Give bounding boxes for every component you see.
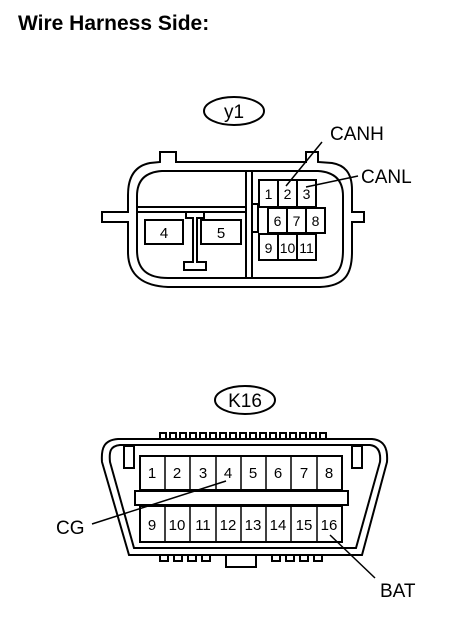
y1-pin-label: 9 [265, 240, 273, 256]
connector-k16-name: K16 [228, 391, 262, 412]
leader-canl [305, 175, 359, 188]
k16-pin-label: 4 [224, 465, 232, 482]
connector-y1-key [183, 212, 207, 271]
label-bat: BAT [380, 581, 416, 602]
k16-pin-label: 6 [274, 465, 282, 482]
y1-pin-label: 10 [280, 240, 296, 256]
connector-y1 [101, 96, 365, 288]
k16-pin-label: 15 [296, 517, 313, 534]
k16-pin-label: 8 [325, 465, 333, 482]
y1-pin-label: 5 [217, 225, 225, 242]
y1-pin-label: 3 [303, 186, 311, 202]
connector-k16 [91, 385, 389, 579]
leader-cg [91, 480, 227, 525]
connector-y1-pin-4-box [144, 219, 184, 245]
connector-y1-name-oval [203, 96, 265, 126]
y1-pin-label: 8 [312, 213, 320, 229]
k16-pin-label: 2 [173, 465, 181, 482]
y1-pin-label: 6 [274, 213, 282, 229]
k16-pin-label: 1 [148, 465, 156, 482]
k16-pin-label: 9 [148, 517, 156, 534]
connector-y1-name: y1 [224, 102, 244, 123]
connector-k16-housing [100, 438, 389, 556]
y1-pin-label: 7 [293, 213, 301, 229]
leader-canh [285, 141, 323, 187]
connector-k16-separators [164, 456, 318, 542]
k16-pin-label: 12 [220, 517, 237, 534]
connector-k16-inner-outline [108, 444, 382, 549]
k16-pin-label: 3 [199, 465, 207, 482]
leader-bat [329, 534, 376, 579]
y1-pin-label: 11 [299, 240, 314, 256]
connector-k16-name-oval [214, 385, 276, 415]
y1-pin-label: 1 [265, 186, 273, 202]
y1-pin-label: 2 [284, 186, 292, 202]
y1-pin-label: 4 [160, 225, 168, 242]
k16-pin-label: 10 [169, 517, 186, 534]
label-canh: CANH [330, 124, 384, 145]
connector-y1-notch [252, 203, 259, 233]
label-cg: CG [56, 518, 85, 539]
k16-pin-label: 14 [270, 517, 287, 534]
k16-pin-label: 7 [300, 465, 308, 482]
connector-y1-inner-outline [136, 170, 344, 279]
label-canl: CANL [361, 167, 412, 188]
k16-pin-label: 16 [321, 517, 338, 534]
k16-pin-label: 11 [195, 517, 211, 534]
connector-k16-post-left [123, 445, 135, 469]
k16-pin-label: 13 [245, 517, 262, 534]
connector-y1-pin-5-box [200, 219, 242, 245]
connector-k16-text: K16 1 2 3 4 5 6 7 8 9 10 11 12 13 14 15 … [56, 391, 416, 602]
k16-pin-label: 5 [249, 465, 257, 482]
connector-y1-pinblock-bottom [258, 233, 317, 261]
diagram-title: Wire Harness Side: [18, 12, 210, 35]
connector-k16-center-bar [134, 490, 349, 506]
connector-k16-post-right [351, 445, 363, 469]
connector-y1-text: y1 1 2 3 6 7 8 9 10 11 4 5 CANH CANL [160, 102, 412, 256]
connector-k16-bottom-teeth [159, 554, 323, 568]
connector-y1-housing [101, 151, 365, 288]
